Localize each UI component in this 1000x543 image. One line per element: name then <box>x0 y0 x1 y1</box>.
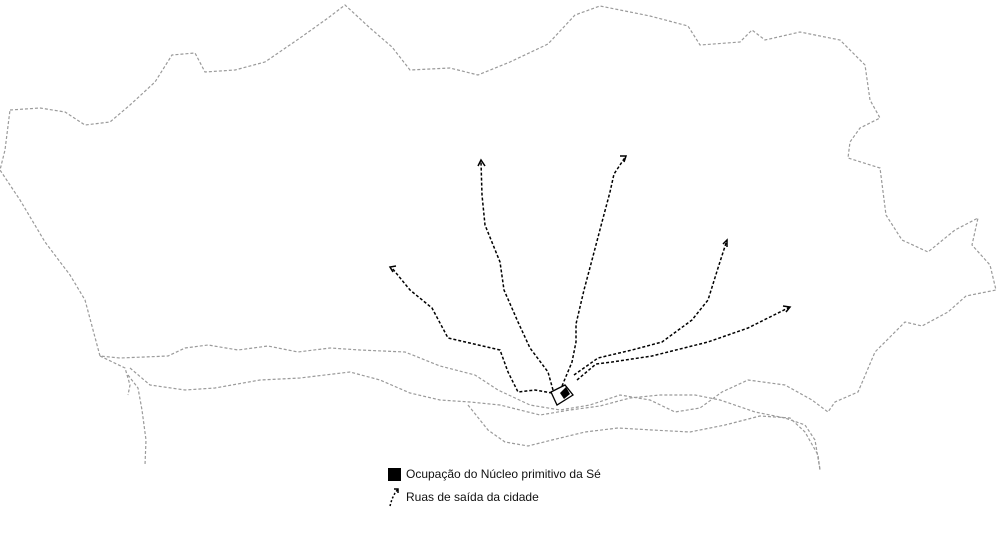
nucleus-swatch-icon <box>388 467 401 481</box>
street-south-east <box>576 306 791 381</box>
street-east <box>573 239 728 376</box>
arrowhead-west <box>388 265 397 273</box>
arrowhead-north-east <box>620 155 628 163</box>
river-bank-south <box>127 374 821 471</box>
se-primitive-nucleus <box>550 384 574 406</box>
street-north-east <box>561 155 627 387</box>
nucleus-core <box>560 387 570 399</box>
legend-nucleus-label: Ocupação do Núcleo primitivo da Sé <box>406 467 601 481</box>
arrowhead-east <box>722 238 728 247</box>
city-boundary-outline <box>0 4 997 413</box>
street-arrowheads <box>388 155 792 313</box>
arrowhead-north-west <box>477 158 486 167</box>
exit-streets <box>391 155 791 394</box>
arrowhead-south-east <box>782 305 792 313</box>
legend-streets-label: Ruas de saída da cidade <box>406 490 539 504</box>
dashed-arrow-icon <box>389 488 399 507</box>
street-north-west <box>480 161 554 391</box>
legend-item-streets: Ruas de saída da cidade <box>388 487 539 507</box>
river-bank-north <box>129 367 821 471</box>
street-west <box>391 267 553 394</box>
river-bank-west-inlet <box>99 355 131 396</box>
legend-item-nucleus: Ocupação do Núcleo primitivo da Sé <box>388 467 601 481</box>
